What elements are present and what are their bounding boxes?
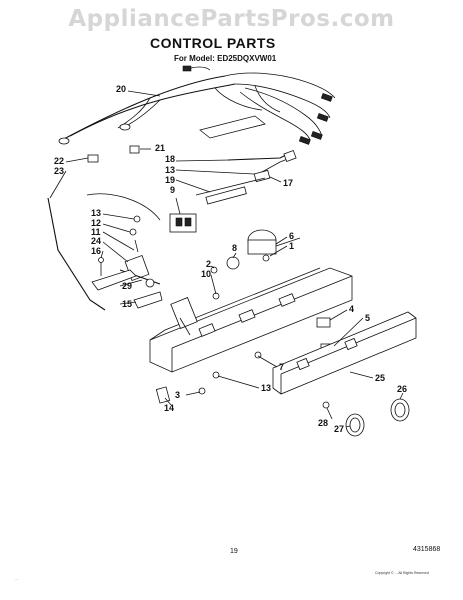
callout-19: 19 (165, 175, 175, 185)
control-panel (272, 311, 417, 395)
callout-25: 25 (375, 373, 385, 383)
callout-9: 9 (170, 185, 175, 195)
callout-26: 26 (397, 384, 407, 394)
screw (210, 266, 218, 274)
callout-3: 3 (175, 390, 180, 400)
callout-13: 13 (91, 208, 101, 218)
callout-16: 16 (91, 246, 101, 256)
cover-plate (199, 115, 266, 139)
capillary-tube (47, 197, 106, 311)
callout-23: 23 (54, 166, 64, 176)
damper-control-assembly (91, 215, 163, 309)
leader-lines (49, 90, 404, 428)
screw (198, 387, 206, 395)
callout-22: 22 (54, 156, 64, 166)
callout-7: 7 (279, 362, 284, 372)
callout-29: 29 (122, 281, 132, 291)
callout-17: 17 (283, 178, 293, 188)
callout-4: 4 (349, 304, 354, 314)
page-title: CONTROL PARTS (150, 35, 276, 51)
control-housing (149, 267, 353, 373)
callout-21: 21 (155, 143, 165, 153)
connector (87, 154, 99, 163)
callout-1: 1 (289, 241, 294, 251)
wire-harness (58, 65, 336, 145)
wire-lead (86, 193, 161, 221)
page-number: 19 (230, 548, 238, 555)
callout-20: 20 (116, 84, 126, 94)
temperature-control (169, 213, 197, 233)
document-part-number: 4315868 (413, 546, 441, 553)
callout-8: 8 (232, 243, 237, 253)
thermistor-assembly (195, 150, 297, 205)
control-knob (345, 413, 365, 437)
callout-6: 6 (289, 231, 294, 241)
callout-13: 13 (261, 383, 271, 393)
callout-10: 10 (201, 269, 211, 279)
callout-5: 5 (365, 313, 370, 323)
callout-14: 14 (164, 403, 174, 413)
copyright-notice: Copyright © ... All Rights Reserved (375, 571, 429, 575)
callout-11: 11 (91, 227, 101, 237)
callout-27: 27 (334, 424, 344, 434)
watermark: AppliancePartsPros.com (68, 6, 395, 32)
callout-15: 15 (122, 299, 132, 309)
grommet (226, 256, 240, 270)
lamp-socket (316, 317, 331, 328)
model-label: For Model: ED25DQXVW01 (174, 54, 277, 63)
callout-24: 24 (91, 236, 101, 246)
callout-12: 12 (91, 218, 101, 228)
control-knob (390, 398, 410, 422)
defrost-timer (247, 229, 301, 262)
callout-2: 2 (206, 259, 211, 269)
screw (322, 401, 330, 409)
clip (129, 145, 140, 154)
callout-18: 18 (165, 154, 175, 164)
callout-28: 28 (318, 418, 328, 428)
footer-stamp: ... (15, 577, 18, 581)
screw (212, 371, 220, 379)
callout-13: 13 (165, 165, 175, 175)
